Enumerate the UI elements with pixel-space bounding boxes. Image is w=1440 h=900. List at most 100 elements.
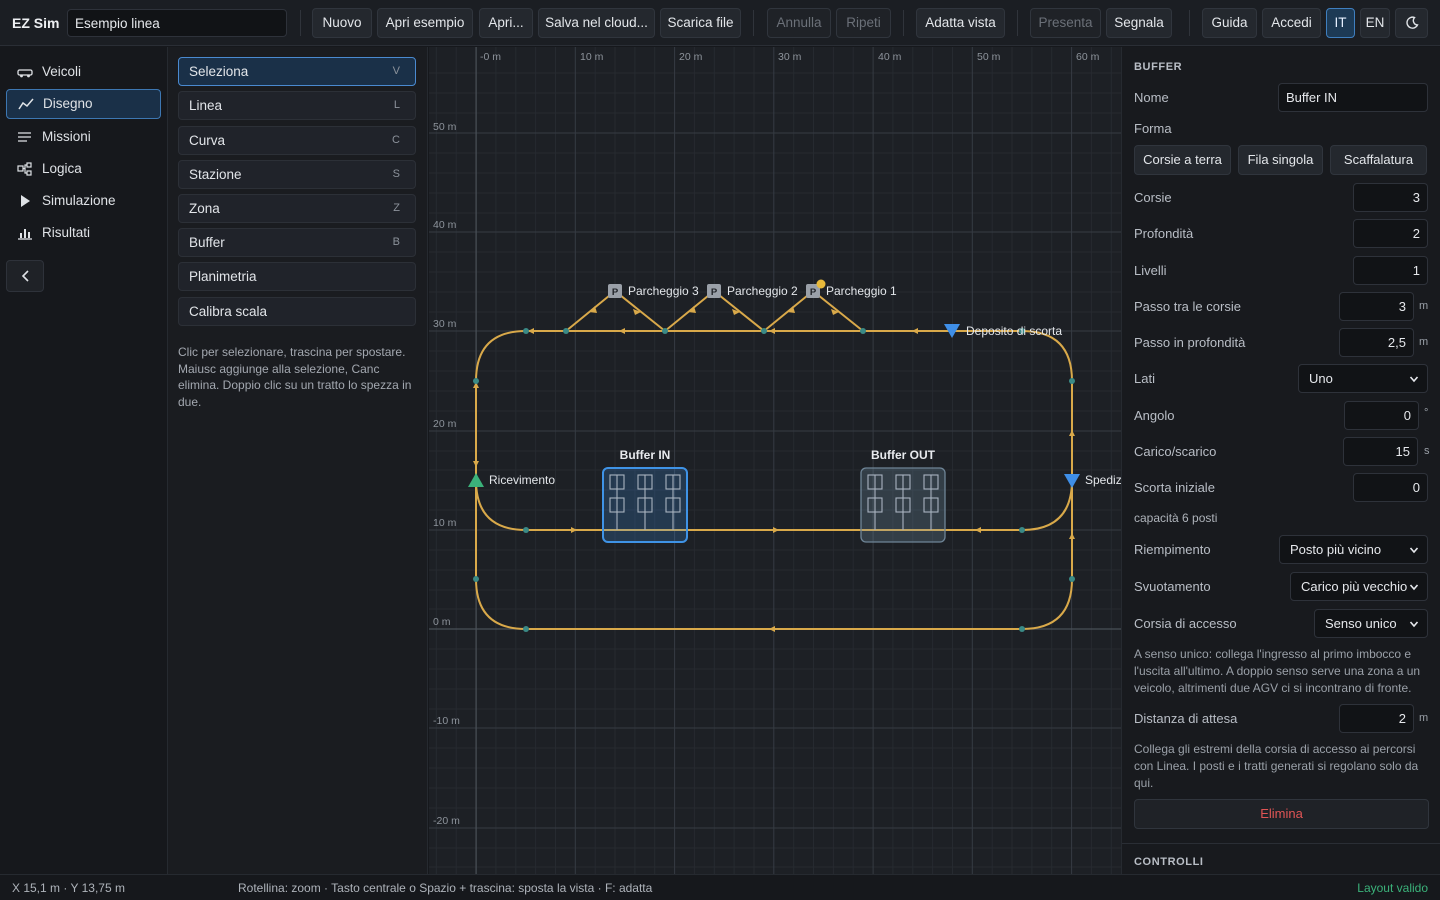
buffer-out[interactable]: Buffer OUT xyxy=(860,448,946,543)
empty-policy-select[interactable]: Carico più vecchio xyxy=(1290,572,1428,601)
delete-button[interactable]: Elimina xyxy=(1134,799,1429,829)
cursor-coordinates: X 15,1 m · Y 13,75 m xyxy=(12,881,125,895)
report-button[interactable]: Segnala xyxy=(1106,8,1172,38)
angle-unit: ° xyxy=(1424,407,1429,419)
tool-planimetria[interactable]: Planimetria xyxy=(178,262,416,291)
undo-button[interactable]: Annulla xyxy=(767,8,831,38)
grid xyxy=(429,47,1121,874)
nav-item-missioni[interactable]: Missioni xyxy=(6,122,161,152)
depth-pitch-input[interactable]: 2,5 xyxy=(1339,328,1414,357)
shape-option-single-row[interactable]: Fila singola xyxy=(1238,145,1323,175)
path-nodes[interactable] xyxy=(473,328,1075,632)
guide-button[interactable]: Guida xyxy=(1202,8,1257,38)
lang-en-button[interactable]: EN xyxy=(1360,8,1390,38)
tool-shortcut: C xyxy=(392,134,400,146)
nav-label: Veicoli xyxy=(42,64,82,79)
levels-input[interactable]: 1 xyxy=(1353,256,1428,285)
wait-distance-label: Distanza di attesa xyxy=(1134,711,1238,726)
initial-stock-input[interactable]: 0 xyxy=(1353,473,1428,502)
tool-label: Calibra scala xyxy=(189,304,268,319)
fill-policy-value: Posto più vicino xyxy=(1290,542,1382,557)
redo-button[interactable]: Ripeti xyxy=(836,8,891,38)
chevron-down-icon xyxy=(1409,376,1419,383)
missions-icon xyxy=(18,132,31,142)
storage-station-marker[interactable] xyxy=(944,324,960,338)
chart-icon xyxy=(18,229,32,240)
parking-badge: P xyxy=(711,287,718,298)
access-aisle-select[interactable]: Senso unico xyxy=(1314,609,1428,638)
y-tick-label: -20 m xyxy=(433,815,460,827)
collapse-nav-button[interactable] xyxy=(6,260,44,292)
receiving-station-marker[interactable] xyxy=(468,473,484,487)
nav-label: Risultati xyxy=(42,225,91,240)
fit-view-button[interactable]: Adatta vista xyxy=(916,8,1005,38)
tool-calibra-scala[interactable]: Calibra scala xyxy=(178,297,416,326)
save-cloud-button[interactable]: Salva nel cloud... xyxy=(538,8,655,38)
nav-item-simulazione[interactable]: Simulazione xyxy=(6,186,161,216)
sides-select[interactable]: Uno xyxy=(1298,364,1428,393)
parking-stations[interactable]: P Parcheggio 3 P Parcheggio 2 P Parchegg… xyxy=(608,279,897,299)
levels-label: Livelli xyxy=(1134,263,1167,278)
open-example-button[interactable]: Apri esempio xyxy=(377,8,473,38)
drawing-canvas[interactable]: -0 m 10 m 20 m 30 m 40 m 50 m 60 m 50 m … xyxy=(429,47,1121,874)
load-time-input[interactable]: 15 xyxy=(1343,437,1418,466)
buffer-in[interactable]: Buffer IN xyxy=(602,448,688,543)
fill-policy-select[interactable]: Posto più vicino xyxy=(1279,535,1428,564)
initial-stock-label: Scorta iniziale xyxy=(1134,480,1215,495)
x-tick-label: 60 m xyxy=(1076,51,1100,63)
shipping-station-marker[interactable] xyxy=(1064,474,1080,488)
wait-distance-unit: m xyxy=(1419,712,1429,724)
nav-label: Logica xyxy=(42,161,82,176)
lang-it-button[interactable]: IT xyxy=(1326,8,1355,38)
nav-item-logica[interactable]: Logica xyxy=(6,154,161,184)
lane-pitch-label: Passo tra le corsie xyxy=(1134,299,1241,314)
present-button[interactable]: Presenta xyxy=(1030,8,1101,38)
tool-label: Planimetria xyxy=(189,269,257,284)
x-tick-label: -0 m xyxy=(480,51,501,63)
lanes-input[interactable]: 3 xyxy=(1353,183,1428,212)
stations[interactable]: Deposito di scorta Ricevimento Spediz xyxy=(468,324,1121,488)
login-button[interactable]: Accedi xyxy=(1262,8,1321,38)
lane-pitch-input[interactable]: 3 xyxy=(1339,292,1414,321)
link-hint: Collega gli estremi della corsia di acce… xyxy=(1134,742,1419,790)
theme-toggle-button[interactable] xyxy=(1395,8,1428,38)
parking-1-marker[interactable] xyxy=(806,284,820,298)
charging-icon xyxy=(816,279,826,289)
y-tick-label: 20 m xyxy=(433,418,457,430)
shape-option-floor-lanes[interactable]: Corsie a terra xyxy=(1134,145,1231,175)
lane-pitch-unit: m xyxy=(1419,300,1429,312)
nav-item-risultati[interactable]: Risultati xyxy=(6,218,161,248)
shape-option-racking[interactable]: Scaffalatura xyxy=(1330,145,1427,175)
download-button[interactable]: Scarica file xyxy=(660,8,741,38)
status-bar: X 15,1 m · Y 13,75 m Rotellina: zoom · T… xyxy=(0,874,1440,900)
tool-shortcut: S xyxy=(392,168,400,180)
vehicle-icon xyxy=(17,69,33,78)
nav-label: Missioni xyxy=(42,129,91,144)
y-tick-label: 30 m xyxy=(433,318,457,330)
nav-item-veicoli[interactable]: Veicoli xyxy=(6,57,161,87)
wait-distance-input[interactable]: 2 xyxy=(1339,704,1414,733)
toolbar-divider xyxy=(1189,10,1190,36)
angle-input[interactable]: 0 xyxy=(1344,401,1419,430)
path-arrows xyxy=(473,306,1075,632)
open-button[interactable]: Apri... xyxy=(479,8,533,38)
new-button[interactable]: Nuovo xyxy=(312,8,372,38)
app-name: EZ Sim xyxy=(12,15,60,31)
toolbar-divider xyxy=(300,10,301,36)
name-input[interactable]: Buffer IN xyxy=(1278,83,1428,112)
depth-input[interactable]: 2 xyxy=(1353,219,1428,248)
parking-2-marker[interactable] xyxy=(707,284,721,298)
parking-3-marker[interactable] xyxy=(608,284,622,298)
tool-label: Seleziona xyxy=(189,64,249,79)
nav-label: Simulazione xyxy=(42,193,116,208)
nav-item-disegno[interactable]: Disegno xyxy=(6,89,161,119)
layout-drawing[interactable]: -0 m 10 m 20 m 30 m 40 m 50 m 60 m 50 m … xyxy=(429,47,1121,874)
x-tick-label: 40 m xyxy=(878,51,902,63)
document-title-input[interactable] xyxy=(67,9,287,37)
